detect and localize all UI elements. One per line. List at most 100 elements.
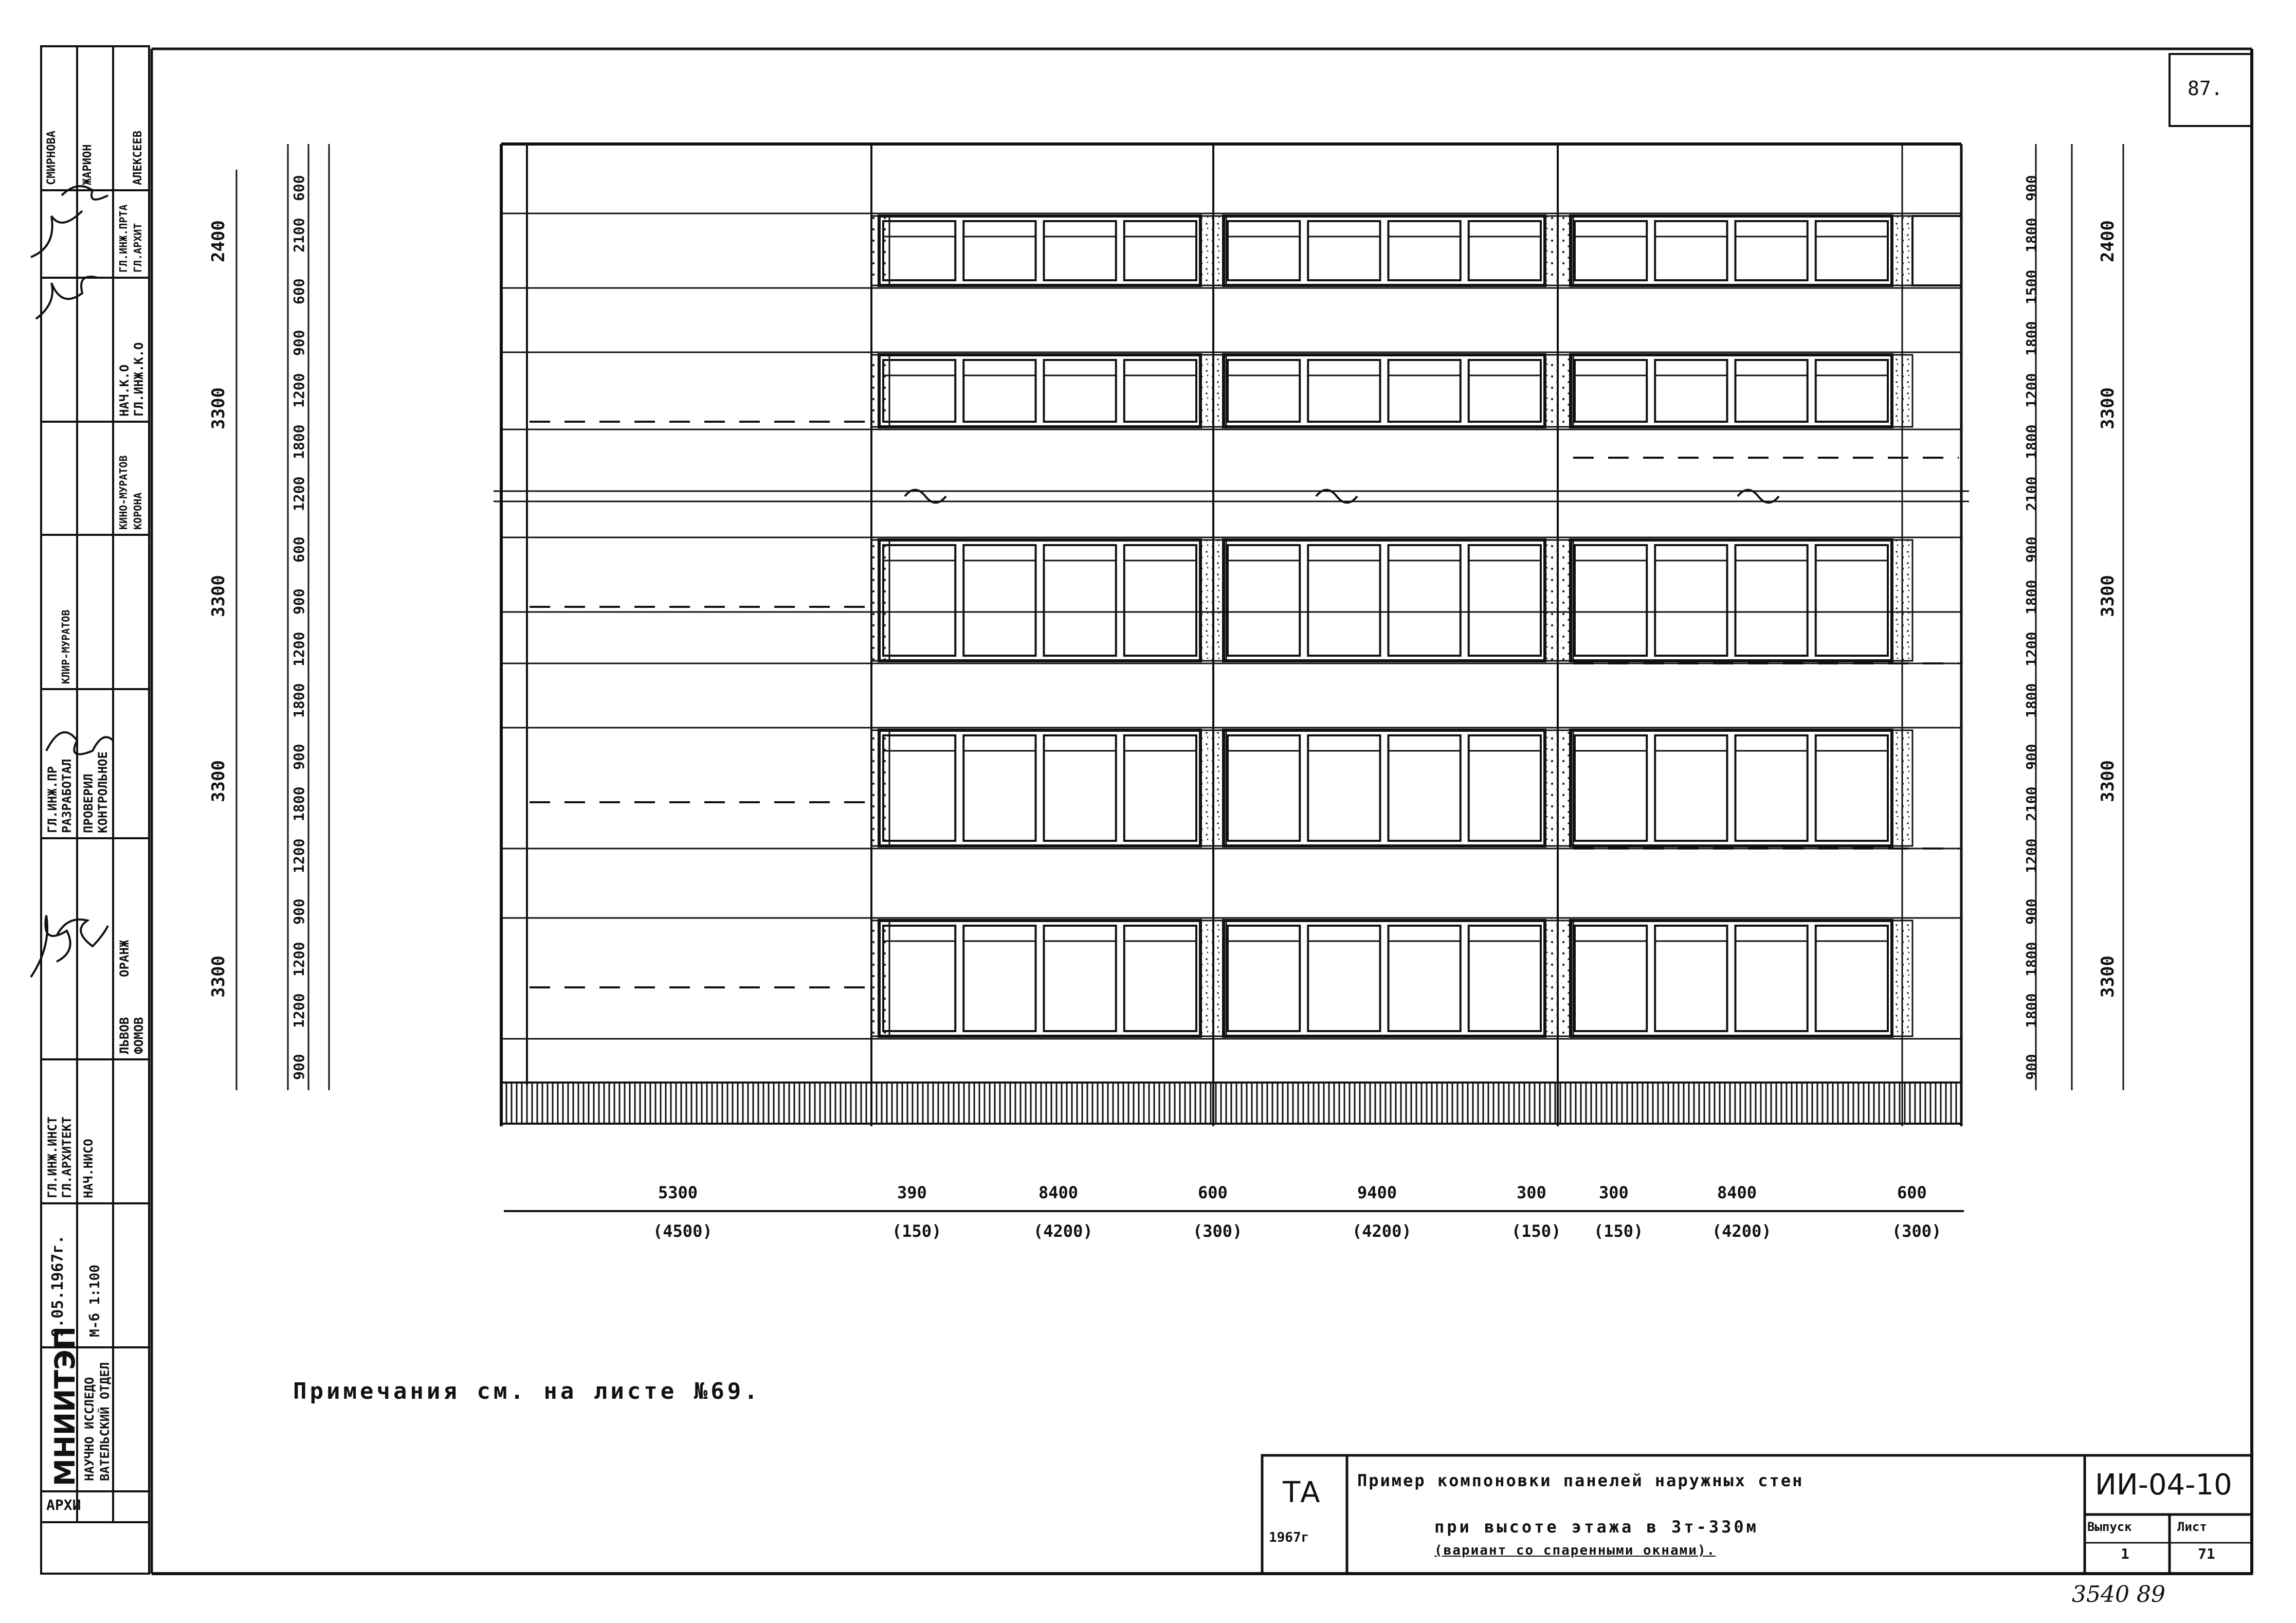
- window-sash: [1734, 925, 1809, 1032]
- stamp-dept-line1: НАУЧНО ИССЛЕДО: [82, 1377, 97, 1481]
- left-overall-dim: 2400: [208, 220, 229, 262]
- left-detail-dim: 1200: [290, 476, 307, 511]
- pier: [1891, 729, 1914, 847]
- pier: [1544, 215, 1574, 286]
- right-overall-dim: 3300: [2098, 575, 2118, 617]
- left-detail-dim: 1200: [290, 838, 307, 873]
- window-sash: [1043, 359, 1117, 423]
- pier: [1199, 215, 1227, 286]
- window-sash: [1574, 925, 1648, 1032]
- stamp-row-7: НАЧ.К.О: [117, 364, 132, 417]
- sheet-number: 87.: [2188, 77, 2223, 100]
- window-sash: [1227, 544, 1301, 657]
- window-sash: [1734, 734, 1809, 842]
- window-sash: [1654, 925, 1728, 1032]
- left-detail-dim: 1200: [290, 373, 307, 408]
- left-detail-dim: 1200: [290, 942, 307, 977]
- left-detail-dim: 600: [290, 278, 307, 304]
- left-detail-dim: 2100: [290, 218, 307, 253]
- pier: [1891, 919, 1914, 1037]
- left-detail-dim: 900: [290, 588, 307, 615]
- window-bands: [870, 214, 1962, 1038]
- pier: [1544, 729, 1574, 847]
- window-sash: [962, 925, 1037, 1032]
- tb-code: ИИ-04-10: [2095, 1468, 2232, 1502]
- bottom-dim-top: 300: [1517, 1183, 1546, 1202]
- elevation-outline: [494, 142, 1969, 1126]
- window-sash: [1123, 220, 1197, 281]
- left-overall-dim: 3300: [208, 955, 229, 998]
- tb-issue-label: Выпуск: [2087, 1520, 2132, 1534]
- stamp-row-3: ГЛ.ИНЖ.ПР: [45, 766, 60, 833]
- tb-ta: ТА: [1283, 1476, 1320, 1509]
- window-frame: [1222, 214, 1546, 287]
- note-text: Примечания см. на листе №69.: [293, 1378, 761, 1404]
- window-sash: [1734, 544, 1809, 657]
- stamp-row-10: ГЛ.АРХИТ: [132, 223, 144, 273]
- right-detail-dim: 900: [2023, 174, 2040, 201]
- tb-title-line2: при высоте этажа в 3т-330м: [1434, 1517, 1759, 1537]
- tb-title-line1: Пример компоновки панелей наружных стен: [1357, 1471, 1804, 1490]
- stamp-name-1: ФОМОВ: [132, 1017, 146, 1054]
- right-detail-dim: 1800: [2023, 218, 2040, 253]
- window-sash: [1227, 734, 1301, 842]
- window-sash: [1574, 359, 1648, 423]
- window-sash: [1814, 359, 1889, 423]
- right-overall-dim: 3300: [2098, 387, 2118, 429]
- pier: [1891, 354, 1914, 428]
- bottom-dim-bottom: (300): [1892, 1221, 1942, 1241]
- window-sash: [1387, 734, 1462, 842]
- break-mark: [1315, 489, 1358, 504]
- window-sash: [1123, 925, 1197, 1032]
- break-mark: [904, 489, 947, 504]
- window-sash: [1814, 734, 1889, 842]
- window-sash: [1123, 544, 1197, 657]
- left-detail-dim: 900: [290, 898, 307, 925]
- window-sash: [1654, 734, 1728, 842]
- right-detail-dim: 2100: [2023, 786, 2040, 822]
- left-detail-dim: 1800: [290, 424, 307, 460]
- left-detail-dim: 600: [290, 536, 307, 563]
- window-frame: [878, 729, 1202, 847]
- stamp-name-8: АЛЕКСЕЕВ: [132, 131, 144, 185]
- left-detail-dim: 1800: [290, 683, 307, 718]
- right-detail-dim: 1200: [2023, 373, 2040, 408]
- window-sash: [1734, 359, 1809, 423]
- bottom-dim-top: 9400: [1357, 1183, 1397, 1202]
- stamp-row-8: ГЛ.ИНЖ.К.О: [132, 342, 146, 417]
- bottom-dim-top: 5300: [658, 1183, 698, 1202]
- window-sash: [1387, 544, 1462, 657]
- window-sash: [962, 734, 1037, 842]
- title-block-frame: [1261, 1454, 2253, 1575]
- window-frame: [1222, 729, 1546, 847]
- window-sash: [962, 544, 1037, 657]
- window-sash: [1814, 925, 1889, 1032]
- stamp-name-3: КИНО-МУРАТОВ: [117, 455, 130, 530]
- window-sash: [1734, 220, 1809, 281]
- window-frame: [1222, 538, 1546, 662]
- window-sash: [1227, 359, 1301, 423]
- window-sash: [1814, 544, 1889, 657]
- window-sash: [1654, 359, 1728, 423]
- left-detail-dim: 600: [290, 174, 307, 201]
- bottom-dim-bottom: (4200): [1712, 1221, 1772, 1241]
- window-sash: [1227, 925, 1301, 1032]
- right-detail-dim: 1800: [2023, 683, 2040, 718]
- bottom-dim-top: 390: [897, 1183, 927, 1202]
- stamp-row-5: ПРОВЕРИЛ: [81, 773, 96, 833]
- stamp-row-9: ГЛ.ИНЖ.ПРТА: [117, 204, 130, 273]
- bottom-dim-bottom: (4500): [653, 1221, 713, 1241]
- bottom-dim-bottom: (4200): [1352, 1221, 1412, 1241]
- bottom-dim-bottom: (150): [1511, 1221, 1561, 1241]
- window-sash: [1387, 220, 1462, 281]
- window-sash: [1307, 925, 1381, 1032]
- left-overall-dim: 3300: [208, 760, 229, 802]
- window-sash: [1467, 734, 1542, 842]
- stamp-row-2: НАЧ.НИСО: [81, 1139, 96, 1198]
- right-detail-dim: 1500: [2023, 269, 2040, 304]
- pier: [1199, 919, 1227, 1037]
- right-detail-dim: 1200: [2023, 838, 2040, 873]
- pier: [1544, 354, 1574, 428]
- right-overall-dim: 3300: [2098, 760, 2118, 802]
- left-overall-dim: 3300: [208, 575, 229, 617]
